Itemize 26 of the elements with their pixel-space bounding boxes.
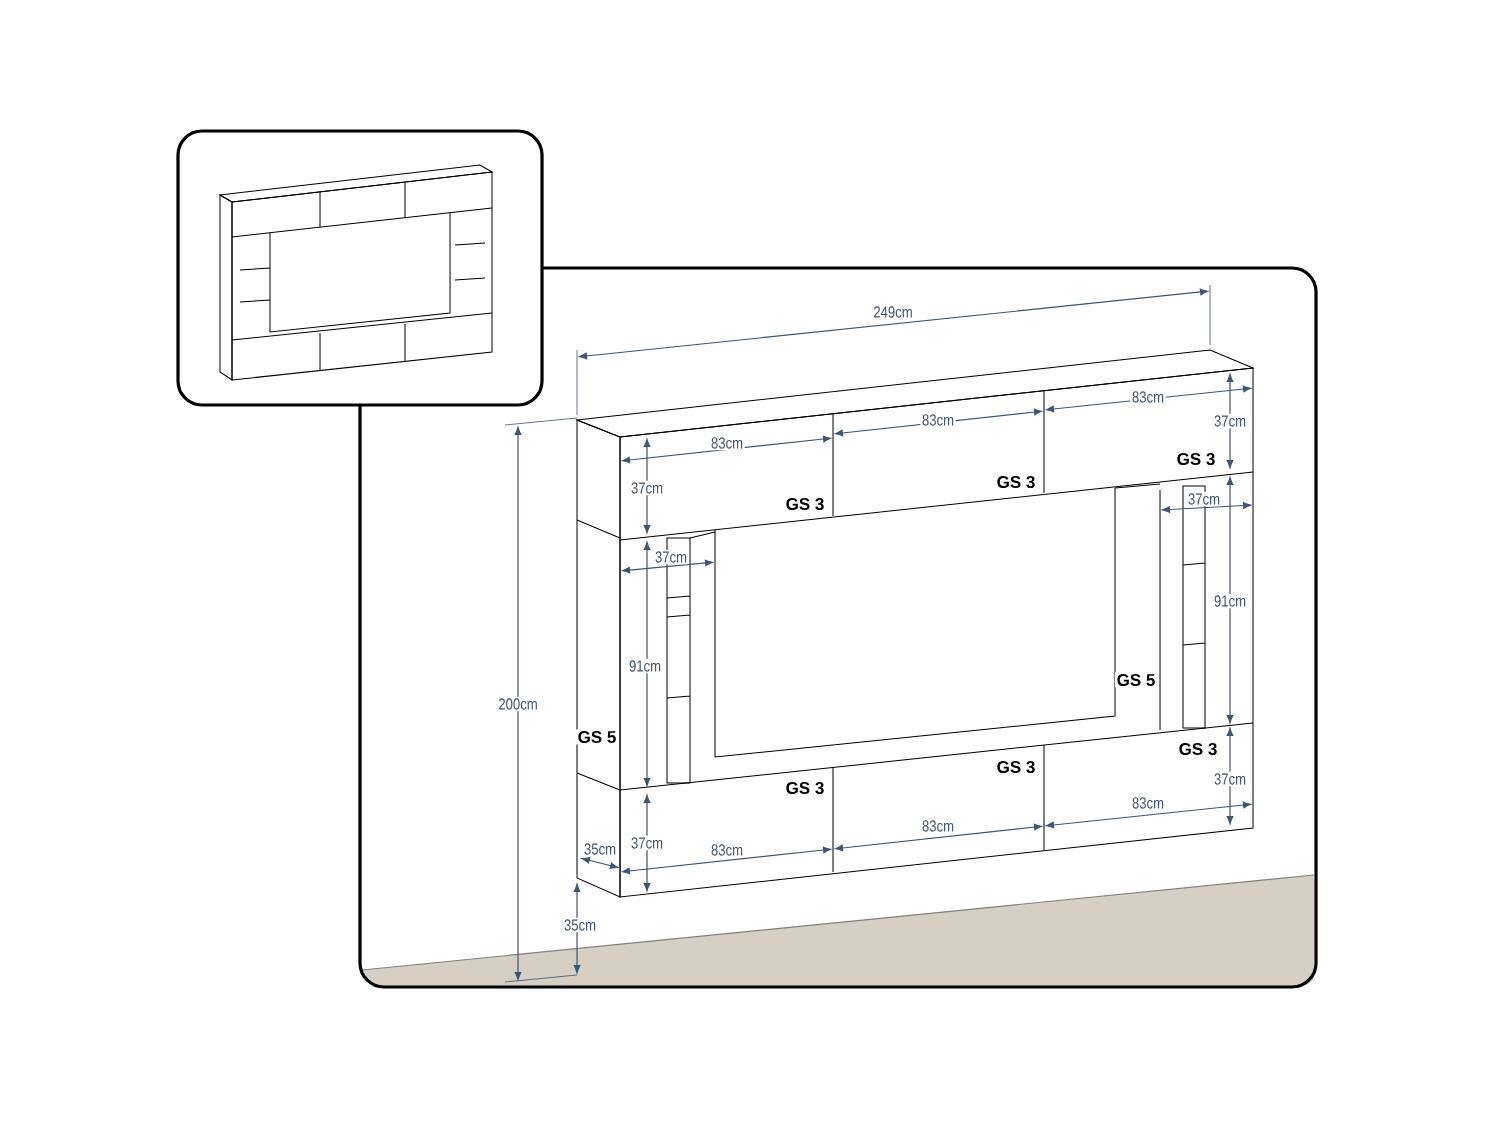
part-code: GS 3	[995, 474, 1037, 490]
dimension-label: 91cm	[1212, 593, 1248, 609]
dimension-label: 83cm	[920, 818, 956, 834]
dimension-label: 91cm	[627, 658, 663, 674]
dimension-label: 37cm	[629, 835, 665, 851]
dimension-label: 37cm	[1212, 771, 1248, 787]
dimension-label: 37cm	[1212, 413, 1248, 429]
dimension-label: 83cm	[920, 412, 956, 428]
dimension-label: 35cm	[582, 841, 618, 857]
part-code: GS 3	[1175, 451, 1217, 467]
part-code: GS 3	[784, 496, 826, 512]
dimension-label: 200cm	[496, 696, 540, 712]
part-code: GS 5	[576, 729, 618, 745]
dimension-label: 249cm	[871, 304, 915, 320]
part-code: GS 3	[784, 780, 826, 796]
dimension-label: 83cm	[709, 842, 745, 858]
dimension-label: 37cm	[629, 480, 665, 496]
part-code: GS 3	[1177, 741, 1219, 757]
part-code: GS 5	[1115, 672, 1157, 688]
dimension-label: 83cm	[709, 435, 745, 451]
dimension-label: 83cm	[1130, 795, 1166, 811]
dimension-label: 37cm	[1186, 491, 1222, 507]
dimension-label: 83cm	[1130, 389, 1166, 405]
dimension-label: 35cm	[562, 917, 598, 933]
part-code: GS 3	[995, 759, 1037, 775]
dimension-label: 37cm	[653, 549, 689, 565]
